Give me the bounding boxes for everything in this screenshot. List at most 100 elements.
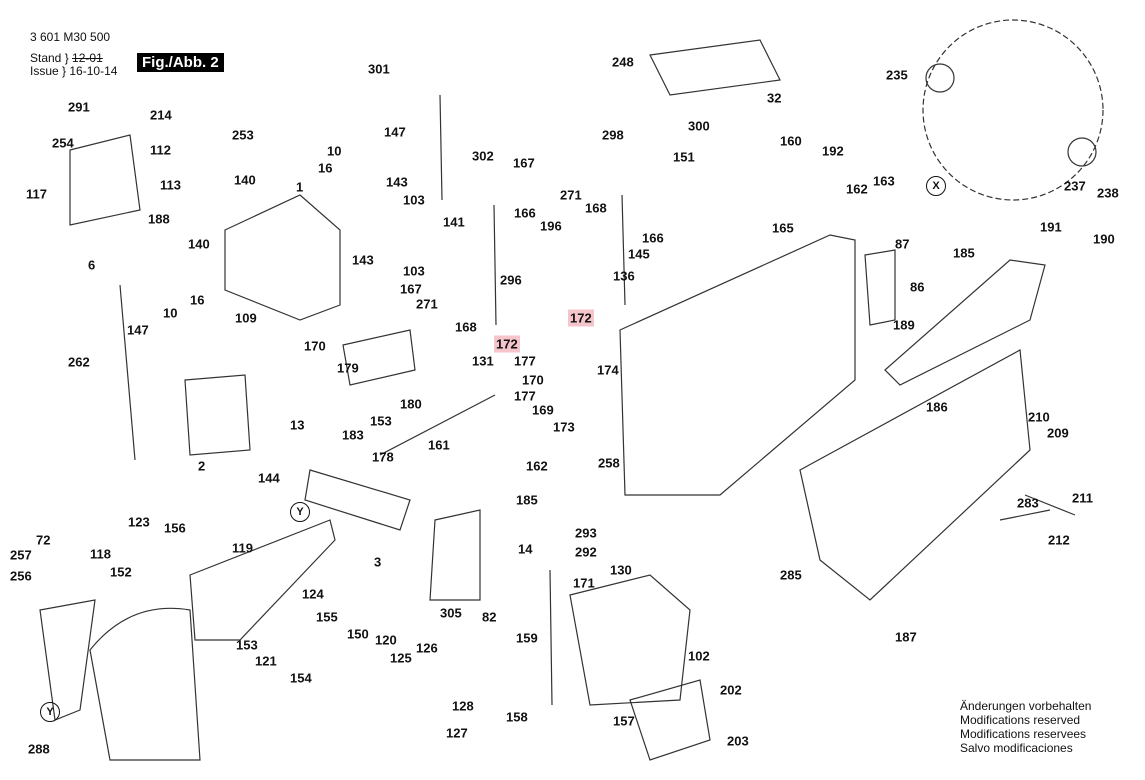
part-label: 6 bbox=[88, 257, 96, 273]
part-label: 113 bbox=[160, 177, 181, 193]
part-label: 298 bbox=[602, 127, 624, 143]
shield-86 bbox=[864, 249, 896, 326]
part-label: 152 bbox=[110, 564, 132, 580]
part-label: 189 bbox=[893, 317, 915, 333]
saw-blade bbox=[922, 19, 1104, 201]
part-label: 166 bbox=[642, 230, 664, 246]
part-label: 191 bbox=[1040, 219, 1062, 235]
part-label: 171 bbox=[573, 575, 595, 591]
part-label: 153 bbox=[370, 413, 392, 429]
part-label: 300 bbox=[688, 118, 710, 134]
part-label: 305 bbox=[440, 605, 462, 621]
part-label: 125 bbox=[390, 650, 412, 666]
part-label: 172 bbox=[568, 309, 594, 327]
part-label: 130 bbox=[610, 562, 632, 578]
part-label: 214 bbox=[150, 107, 172, 123]
part-label: 159 bbox=[516, 630, 538, 646]
part-label: 190 bbox=[1093, 231, 1115, 247]
part-label: 144 bbox=[258, 470, 280, 486]
part-label: 177 bbox=[514, 353, 536, 369]
part-label: 16 bbox=[318, 160, 333, 176]
part-label: 173 bbox=[553, 419, 575, 435]
part-label: 3 bbox=[374, 554, 382, 570]
reference-marker: X bbox=[926, 176, 946, 196]
part-label: 123 bbox=[128, 514, 150, 530]
part-label: 170 bbox=[522, 372, 544, 388]
part-label: 120 bbox=[375, 632, 397, 648]
part-label: 145 bbox=[628, 246, 650, 262]
part-label: 196 bbox=[540, 218, 562, 234]
part-label: 147 bbox=[127, 322, 149, 338]
part-label: 211 bbox=[1072, 490, 1093, 506]
part-label: 271 bbox=[560, 187, 582, 203]
revision-block: Stand } 12-01 Issue } 16-10-14 bbox=[30, 51, 118, 78]
part-label: 119 bbox=[232, 540, 253, 556]
part-label: 237 bbox=[1064, 178, 1086, 194]
bracket bbox=[342, 329, 416, 386]
part-label: 153 bbox=[236, 637, 258, 653]
part-label: 262 bbox=[68, 354, 90, 370]
part-label: 258 bbox=[598, 455, 620, 471]
part-label: 155 bbox=[316, 609, 338, 625]
cover bbox=[69, 134, 141, 226]
part-label: 283 bbox=[1017, 495, 1039, 511]
main-housing bbox=[619, 234, 856, 496]
part-label: 1 bbox=[296, 179, 304, 195]
blade-guard bbox=[799, 349, 1031, 601]
part-label: 256 bbox=[10, 568, 32, 584]
part-label: 127 bbox=[446, 725, 468, 741]
part-label: 140 bbox=[188, 236, 210, 252]
note-fr: Modifications reservees bbox=[960, 727, 1087, 741]
part-label: 10 bbox=[163, 305, 178, 321]
part-label: 209 bbox=[1047, 425, 1069, 441]
part-label: 118 bbox=[90, 546, 111, 562]
part-label: 212 bbox=[1048, 532, 1070, 548]
part-label: 161 bbox=[428, 437, 450, 453]
hex-key bbox=[999, 509, 1051, 521]
arm bbox=[189, 519, 336, 641]
part-label: 301 bbox=[368, 61, 390, 77]
part-label: 187 bbox=[895, 629, 917, 645]
part-label: 188 bbox=[148, 211, 170, 227]
part-label: 248 bbox=[612, 54, 634, 70]
part-label: 136 bbox=[613, 268, 635, 284]
rod bbox=[439, 94, 443, 201]
part-label: 253 bbox=[232, 127, 254, 143]
part-label: 179 bbox=[337, 360, 359, 376]
part-label: 16 bbox=[190, 292, 205, 308]
modifications-notice: Änderungen vorbehalten Modifications res… bbox=[960, 699, 1091, 755]
part-label: 87 bbox=[895, 236, 910, 252]
part-label: 124 bbox=[302, 586, 324, 602]
cover-plate bbox=[629, 679, 711, 761]
part-label: 141 bbox=[443, 214, 465, 230]
part-label: 109 bbox=[235, 310, 257, 326]
shaft bbox=[549, 569, 553, 706]
armature bbox=[304, 469, 411, 531]
cable bbox=[119, 284, 136, 461]
part-label: 14 bbox=[518, 541, 533, 557]
part-label: 167 bbox=[400, 281, 422, 297]
part-label: 162 bbox=[526, 458, 548, 474]
part-label: 151 bbox=[673, 149, 695, 165]
part-label: 165 bbox=[772, 220, 794, 236]
part-label: 293 bbox=[575, 525, 597, 541]
part-label: 174 bbox=[597, 362, 619, 378]
part-label: 254 bbox=[52, 135, 74, 151]
guard-plate bbox=[89, 607, 201, 761]
shaft bbox=[379, 394, 496, 456]
rod bbox=[621, 194, 626, 306]
part-label: 180 bbox=[400, 396, 422, 412]
part-label: 160 bbox=[780, 133, 802, 149]
part-label: 126 bbox=[416, 640, 438, 656]
fan-ring bbox=[429, 509, 481, 601]
part-label: 150 bbox=[347, 626, 369, 642]
part-label: 202 bbox=[720, 682, 742, 698]
lever bbox=[39, 599, 96, 721]
part-label: 102 bbox=[688, 648, 710, 664]
part-label: 168 bbox=[585, 200, 607, 216]
reference-marker: Y bbox=[40, 702, 60, 722]
part-label: 112 bbox=[150, 142, 171, 158]
part-label: 177 bbox=[514, 388, 536, 404]
part-label: 183 bbox=[342, 427, 364, 443]
